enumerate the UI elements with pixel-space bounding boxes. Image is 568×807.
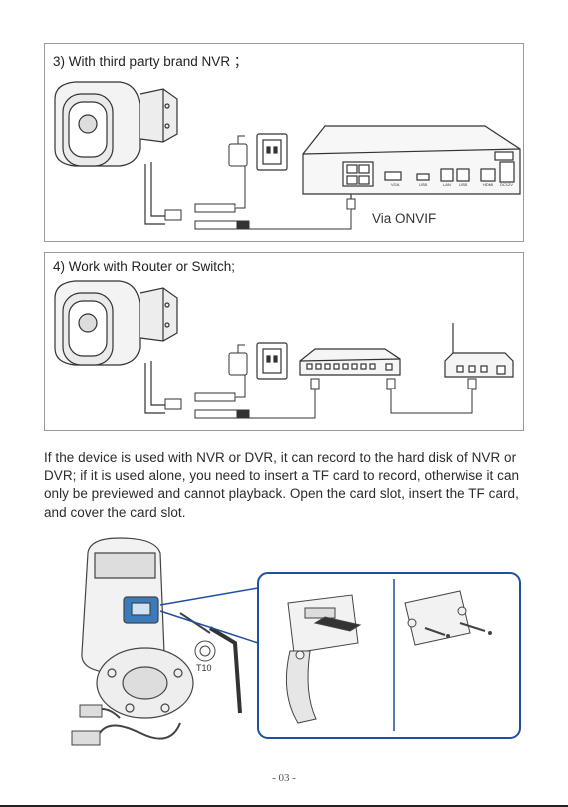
page-number: - 03 - <box>0 772 568 784</box>
bullet-camera-icon <box>55 281 177 413</box>
svg-text:USB: USB <box>459 182 468 187</box>
svg-text:DC12V: DC12V <box>500 182 513 187</box>
svg-text:LAN: LAN <box>443 182 451 187</box>
nvr-recorder-icon <box>303 126 520 210</box>
power-adapter-icon <box>229 136 247 166</box>
network-switch-icon <box>300 349 400 375</box>
svg-text:HDMI: HDMI <box>483 182 493 187</box>
callout-pointer <box>160 588 258 643</box>
t10-label-badge: T10 <box>195 641 215 673</box>
svg-text:T10: T10 <box>196 663 212 673</box>
nvr-wiring-diagram: VGA USB LAN USB HDMI DC12V <box>45 44 525 243</box>
wall-outlet-icon <box>257 134 287 170</box>
power-adapter-icon <box>229 345 247 375</box>
svg-text:USB: USB <box>419 182 428 187</box>
bullet-camera-icon <box>55 82 177 224</box>
network-cable <box>249 199 355 229</box>
router-connection-panel: 4) Work with Router or Switch; <box>44 252 524 431</box>
router-wiring-diagram <box>45 253 525 432</box>
router-icon <box>445 323 513 377</box>
tf-card-installation-illustration: T10 <box>60 533 530 763</box>
network-cables <box>249 379 476 418</box>
instructions-paragraph: If the device is used with NVR or DVR, i… <box>44 449 528 522</box>
wall-mount-icon <box>97 648 193 718</box>
via-onvif-label: Via ONVIF <box>372 211 436 226</box>
svg-text:VGA: VGA <box>391 182 400 187</box>
t10-wrench-icon <box>210 628 240 713</box>
wall-outlet-icon <box>257 343 287 379</box>
nvr-connection-panel: 3) With third party brand NVR ； <box>44 43 524 242</box>
